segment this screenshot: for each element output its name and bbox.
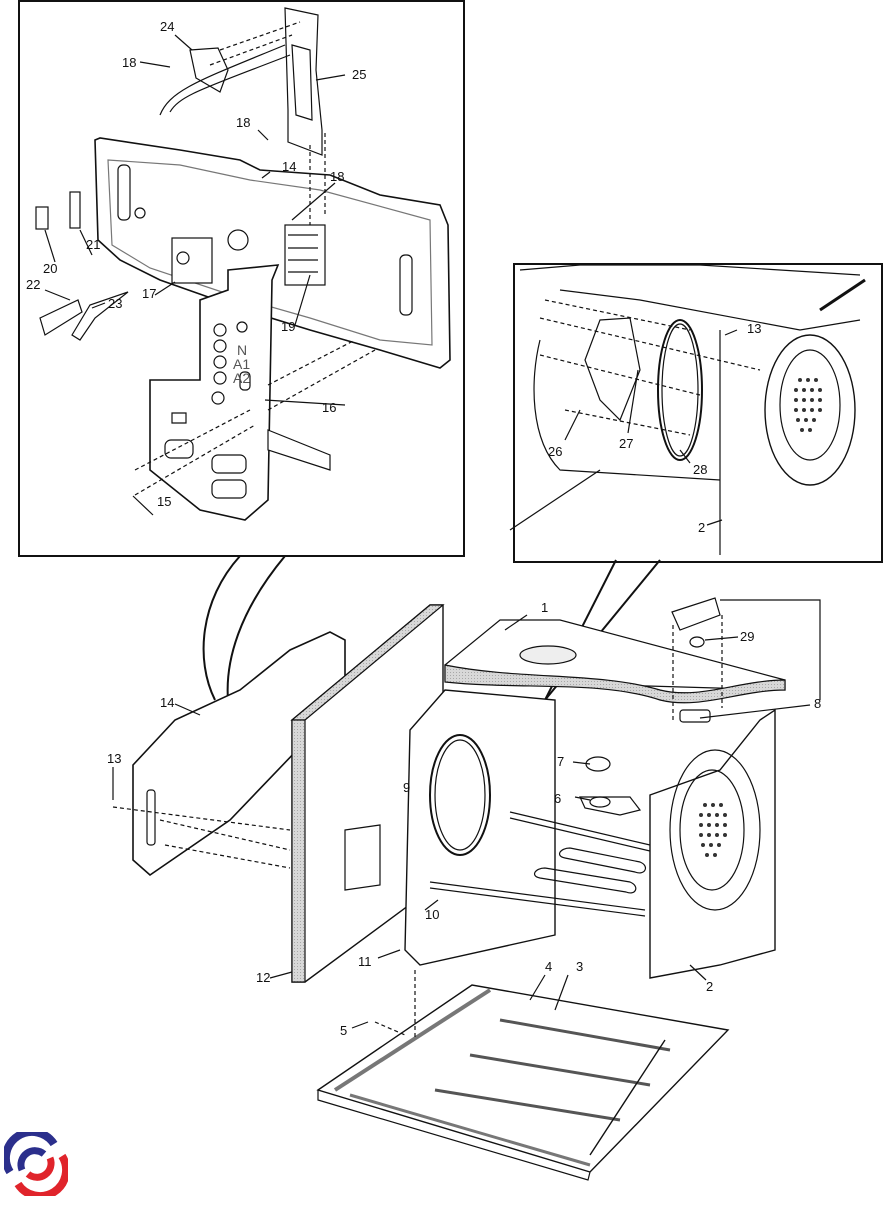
main-assembly-drawing: [112, 597, 821, 1181]
label-part-8: 8: [814, 696, 822, 711]
label-part-9: 9: [403, 780, 411, 795]
switch-20: [35, 206, 49, 230]
label-part-22: 22: [26, 277, 41, 292]
label-part-20: 20: [43, 261, 58, 276]
clamp-22: [39, 299, 83, 336]
terminal-bracket-16: [149, 264, 280, 521]
panel-marking-a1: A1: [233, 356, 251, 372]
rear-panel-14-main: [132, 631, 346, 877]
callout-connector-left: [202, 555, 286, 701]
side-fan-perforation: [699, 803, 727, 857]
label-part-2: 2: [698, 520, 706, 535]
bottom-element-4: [333, 988, 492, 1092]
label-part-29: 29: [740, 629, 755, 644]
lamp-bulb-29: [689, 636, 705, 648]
ring-element-28: [657, 319, 703, 461]
label-part-14: 14: [160, 695, 175, 710]
label-part-18: 18: [236, 115, 251, 130]
bottom-element-loops: [434, 1018, 671, 1156]
label-part-6: 6: [554, 791, 562, 806]
label-part-12: 12: [256, 970, 271, 985]
panel-marking-a2: A2: [233, 370, 251, 386]
label-part-28: 28: [693, 462, 708, 477]
clamp-lever-23: [71, 291, 129, 341]
lamp-holder-8: [671, 597, 721, 631]
label-part-21: 21: [86, 237, 101, 252]
rear-panel-detail-drawing: [35, 7, 451, 521]
label-part-26: 26: [548, 444, 563, 459]
label-part-13: 13: [747, 321, 762, 336]
label-part-27: 27: [619, 436, 634, 451]
label-part-23: 23: [108, 296, 123, 311]
terminal-block-19: [284, 224, 326, 286]
switch-bracket-21: [69, 191, 81, 229]
fan-guard-perforation: [794, 378, 822, 432]
label-part-4: 4: [545, 959, 553, 974]
label-part-17: 17: [142, 286, 157, 301]
label-part-13: 13: [107, 751, 122, 766]
inset-fan-element-detail: [513, 263, 883, 563]
label-part-10: 10: [425, 907, 440, 922]
brand-logo-icon: [1, 1127, 71, 1201]
label-part-18: 18: [122, 55, 137, 70]
rear-panel-14: [94, 137, 451, 369]
label-part-3: 3: [576, 959, 584, 974]
brand-logo: [1, 1127, 71, 1201]
inset-rear-panel-detail: [18, 0, 465, 557]
label-part-2: 2: [706, 979, 714, 994]
label-part-15: 15: [157, 494, 172, 509]
label-part-24: 24: [160, 19, 175, 34]
support-bracket-25: [284, 7, 323, 156]
label-part-7: 7: [557, 754, 565, 769]
label-part-18: 18: [330, 169, 345, 184]
label-part-19: 19: [281, 319, 296, 334]
bottom-tray-3: [316, 984, 730, 1173]
label-part-16: 16: [322, 400, 337, 415]
lamp-gasket-6: [579, 796, 642, 816]
fan-motor-17: [171, 237, 213, 284]
label-part-11: 11: [358, 954, 372, 969]
label-part-5: 5: [340, 1023, 348, 1038]
panel-marking-n: N: [237, 342, 248, 358]
label-part-14: 14: [282, 159, 297, 174]
fan-element-detail-drawing: [509, 264, 866, 555]
grill-element-10: [429, 811, 651, 917]
label-part-1: 1: [541, 600, 549, 615]
label-part-25: 25: [352, 67, 367, 82]
